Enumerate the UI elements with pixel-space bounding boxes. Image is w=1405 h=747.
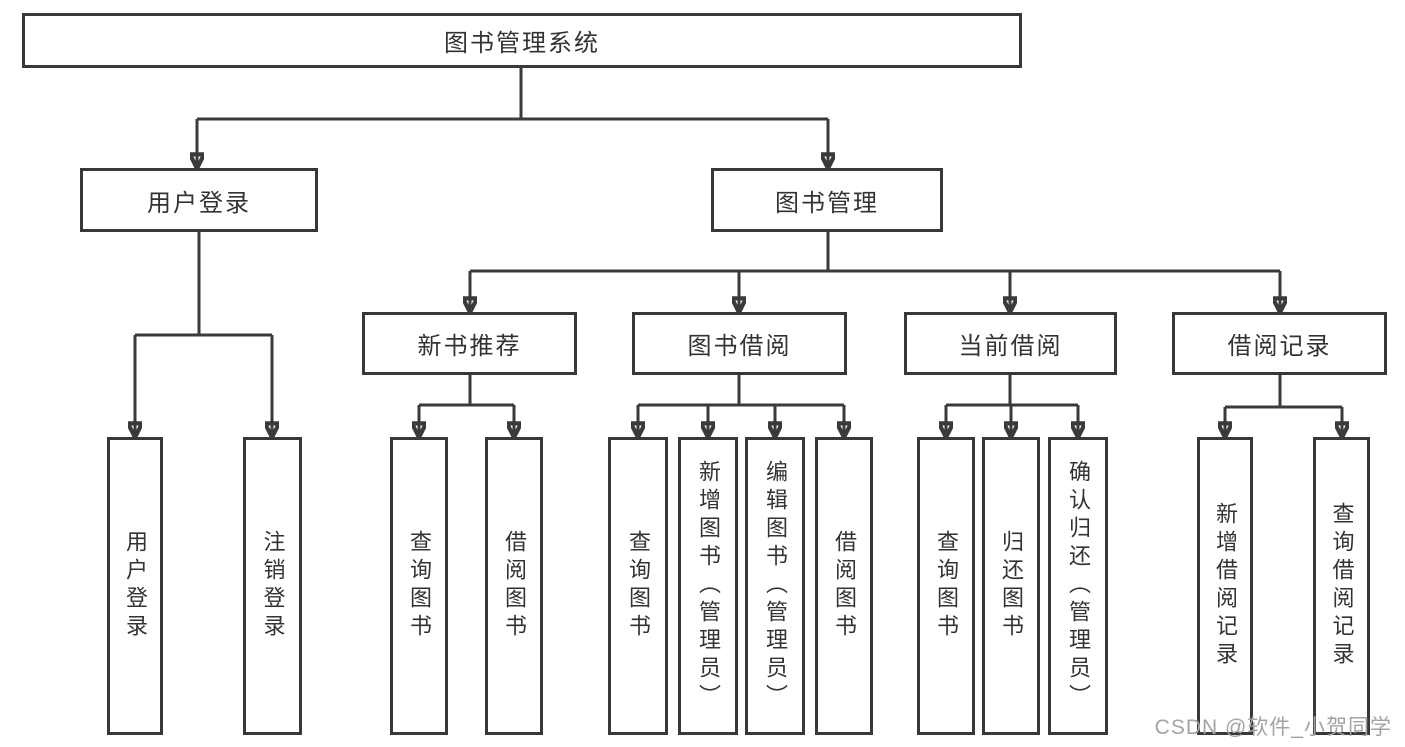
node-leaf-records-add-record: 新增借阅记录 <box>1197 437 1253 735</box>
connector-current-bar <box>946 375 1078 407</box>
node-borrow-records: 借阅记录 <box>1172 312 1387 375</box>
node-book-management: 图书管理 <box>711 168 943 232</box>
connector-borrow-bar <box>638 375 844 407</box>
node-borrow-records-label: 借阅记录 <box>1227 333 1332 360</box>
node-leaf-records-query-record: 查询借阅记录 <box>1313 437 1370 735</box>
node-leaf-borrow-edit-books-admin: 编辑图书（管理员） <box>745 437 805 735</box>
connector-login-bar <box>135 232 272 337</box>
connector-recommend-bar <box>419 375 514 407</box>
node-root-label: 图书管理系统 <box>444 30 600 57</box>
node-leaf-logout: 注销登录 <box>243 437 302 735</box>
node-leaf-borrow-borrow-books: 借阅图书 <box>815 437 873 735</box>
node-new-book-recommend: 新书推荐 <box>362 312 577 375</box>
node-leaf-user-login-label: 用户登录 <box>123 530 148 642</box>
node-leaf-records-query-record-label: 查询借阅记录 <box>1329 502 1355 670</box>
node-leaf-recommend-query-books: 查询图书 <box>390 437 448 735</box>
watermark: CSDN @软件_小贺同学 <box>1154 716 1392 739</box>
connector-management-bar <box>470 232 1280 273</box>
connector-records-bar <box>1225 375 1342 409</box>
node-leaf-current-query-books-label: 查询图书 <box>934 530 959 642</box>
node-leaf-borrow-query-books-label: 查询图书 <box>626 530 651 642</box>
node-new-book-recommend-label: 新书推荐 <box>417 333 522 360</box>
node-root: 图书管理系统 <box>22 13 1022 68</box>
node-leaf-current-return-books: 归还图书 <box>982 437 1040 735</box>
node-leaf-user-login: 用户登录 <box>107 437 163 735</box>
node-leaf-borrow-add-books-admin-label: 新增图书（管理员） <box>696 460 721 712</box>
node-leaf-logout-label: 注销登录 <box>260 530 286 642</box>
node-current-borrow: 当前借阅 <box>904 312 1117 375</box>
node-book-borrow-label: 图书借阅 <box>687 333 792 360</box>
node-leaf-recommend-borrow-books-label: 借阅图书 <box>502 530 527 642</box>
node-user-login: 用户登录 <box>80 168 318 232</box>
node-leaf-current-confirm-return-admin: 确认归还（管理员） <box>1048 437 1108 735</box>
node-leaf-current-confirm-return-admin-label: 确认归还（管理员） <box>1066 460 1091 712</box>
node-leaf-borrow-edit-books-admin-label: 编辑图书（管理员） <box>763 460 788 712</box>
node-leaf-records-add-record-label: 新增借阅记录 <box>1213 502 1238 670</box>
node-current-borrow-label: 当前借阅 <box>958 333 1063 360</box>
node-leaf-recommend-borrow-books: 借阅图书 <box>485 437 543 735</box>
node-leaf-current-return-books-label: 归还图书 <box>999 530 1024 642</box>
node-book-borrow: 图书借阅 <box>632 312 847 375</box>
node-leaf-current-query-books: 查询图书 <box>917 437 975 735</box>
node-leaf-borrow-query-books: 查询图书 <box>608 437 668 735</box>
connector-root-bar <box>197 68 828 121</box>
node-leaf-recommend-query-books-label: 查询图书 <box>407 530 432 642</box>
node-user-login-label: 用户登录 <box>147 189 251 217</box>
node-book-management-label: 图书管理 <box>775 189 879 217</box>
node-leaf-borrow-add-books-admin: 新增图书（管理员） <box>678 437 738 735</box>
node-leaf-borrow-borrow-books-label: 借阅图书 <box>832 530 857 642</box>
